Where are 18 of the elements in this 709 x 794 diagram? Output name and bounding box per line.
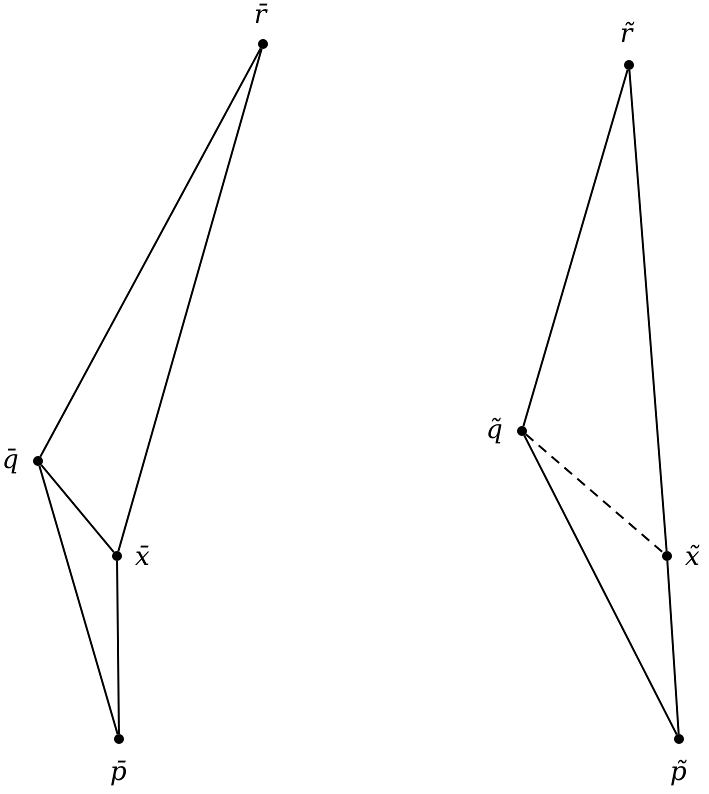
line-segment xyxy=(38,466,119,734)
point-label: r̃ xyxy=(620,19,632,49)
point-label: x̃ xyxy=(685,542,700,572)
point-label: p̄ xyxy=(110,757,127,787)
line-segment xyxy=(522,70,629,426)
point-label: p̃ xyxy=(670,757,687,787)
line-segment xyxy=(628,70,668,552)
point-label: x̄ xyxy=(135,542,150,572)
line-segment xyxy=(40,48,262,458)
dashed-segment xyxy=(525,434,664,554)
line-segment xyxy=(117,48,263,552)
line-segment xyxy=(523,435,678,735)
line-segment xyxy=(116,560,120,734)
point-label: r̄ xyxy=(254,0,266,30)
point-label: q̄ xyxy=(2,445,19,475)
point-label: q̃ xyxy=(486,415,503,445)
line-segment xyxy=(666,560,680,734)
line-segment xyxy=(40,464,115,553)
